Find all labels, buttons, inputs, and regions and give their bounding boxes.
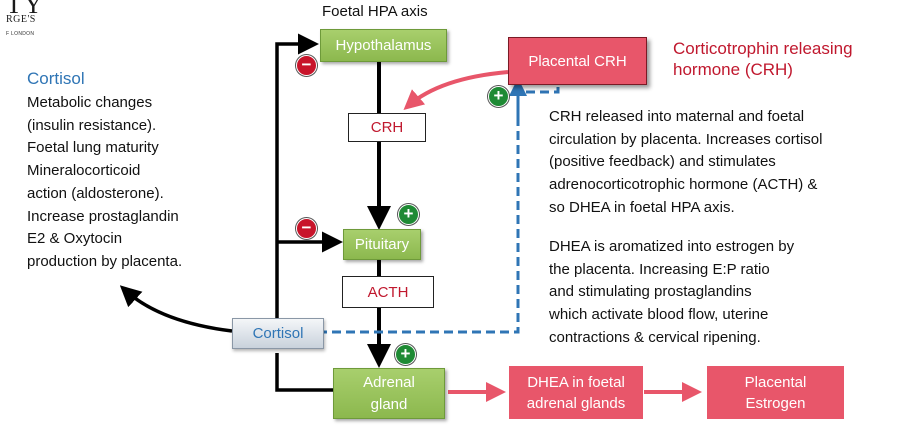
description-line: which activate blood flow, uterine — [549, 306, 769, 324]
placental-crh-label: Placental CRH — [528, 52, 627, 70]
feedback-line-to-hypothalamus — [275, 33, 319, 328]
plus-icon: + — [488, 86, 509, 107]
plus-icon: + — [395, 344, 416, 365]
dhea-label-line2: adrenal glands — [526, 394, 626, 412]
plus-icon: + — [398, 204, 419, 225]
description-line: and stimulating prostaglandins — [549, 283, 752, 301]
placental-crh-box: Placental CRH — [508, 37, 647, 85]
description-line: so DHEA in foetal HPA axis. — [549, 198, 735, 216]
description-line: DHEA is aromatized into estrogen by — [549, 238, 795, 255]
crh-label: CRH — [370, 119, 404, 136]
arrow-cortisol-effects — [119, 285, 233, 333]
cortisol-effects-text: Metabolic changes (insulin resistance). … — [27, 92, 232, 274]
crh-heading-line1: Corticotrophin releasing — [673, 39, 853, 58]
cortisol-effect-line: action (aldosterone). — [27, 184, 164, 202]
crh-box: CRH — [348, 113, 426, 142]
cortisol-heading: Cortisol — [27, 69, 85, 88]
cortisol-effect-line: Mineralocorticoid — [27, 162, 141, 180]
adrenal-to-cortisol-line — [275, 353, 333, 392]
cortisol-effect-line: production by placenta. — [27, 252, 183, 270]
description-line: contractions & cervical ripening. — [549, 328, 761, 346]
estrogen-label-line1: Placental — [744, 373, 807, 391]
cortisol-effect-line: Metabolic changes — [27, 94, 153, 111]
placental-estrogen-box: Placental Estrogen — [707, 366, 844, 419]
description-line: adrenocorticotrophic hormone (ACTH) & — [549, 176, 818, 194]
description-line: (positive feedback) and stimulates — [549, 153, 776, 171]
description-line: circulation by placenta. Increases corti… — [549, 130, 823, 148]
pituitary-label: Pituitary — [354, 235, 410, 253]
dhea-label-line1: DHEA in foetal — [527, 373, 625, 391]
minus-icon: − — [296, 55, 317, 76]
arrow-placental-crh-to-crh — [403, 70, 509, 110]
cortisol-effect-line: Foetal lung maturity — [27, 139, 159, 157]
cortisol-effect-line: Increase prostaglandin — [27, 207, 179, 225]
hypothalamus-box: Hypothalamus — [320, 29, 447, 62]
crh-heading: Corticotrophin releasing hormone (CRH) — [673, 38, 893, 80]
cortisol-effect-line: E2 & Oxytocin — [27, 230, 123, 248]
crh-description: CRH released into maternal and foetal ci… — [549, 106, 884, 220]
adrenal-label-line2: gland — [370, 395, 408, 413]
crh-heading-line2: hormone (CRH) — [673, 60, 793, 79]
logo-small-text: F LONDON — [6, 31, 35, 37]
description-line: the placenta. Increasing E:P ratio — [549, 260, 770, 278]
pituitary-box: Pituitary — [343, 229, 421, 260]
dhea-description: DHEA is aromatized into estrogen by the … — [549, 236, 884, 350]
hypothalamus-label: Hypothalamus — [335, 36, 432, 54]
adrenal-gland-box: Adrenal gland — [333, 368, 445, 419]
logo-subtext: RGE'S — [6, 14, 36, 25]
description-line: CRH released into maternal and foetal — [549, 108, 805, 125]
acth-box: ACTH — [342, 276, 434, 308]
estrogen-label-line2: Estrogen — [745, 394, 806, 412]
cortisol-box: Cortisol — [232, 318, 324, 349]
adrenal-label-line1: Adrenal — [363, 373, 415, 391]
dhea-box: DHEA in foetal adrenal glands — [509, 366, 643, 419]
minus-icon: − — [296, 218, 317, 239]
diagram-title: Foetal HPA axis — [322, 3, 428, 20]
logo-text: TY — [6, 0, 45, 19]
acth-label: ACTH — [367, 283, 409, 301]
cortisol-label: Cortisol — [252, 325, 304, 342]
cortisol-effect-line: (insulin resistance). — [27, 116, 157, 134]
